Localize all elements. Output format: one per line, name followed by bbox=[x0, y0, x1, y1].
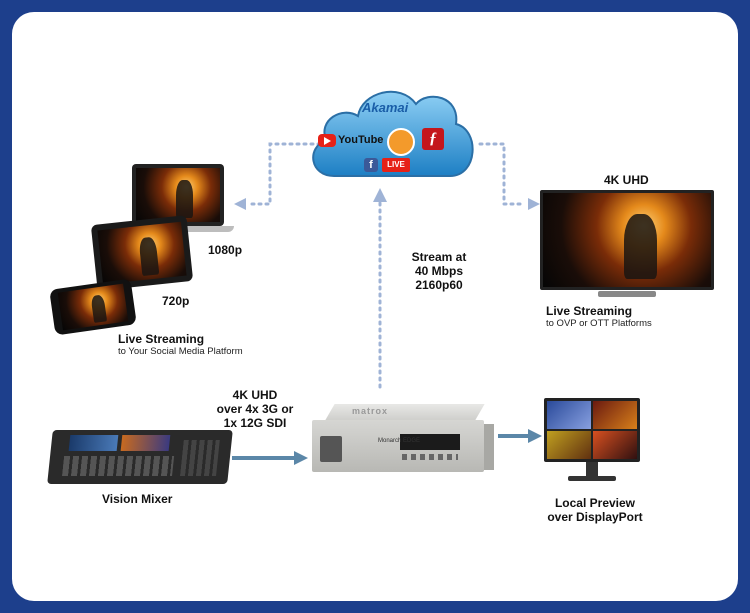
device-model-label: Monarch EDGE bbox=[378, 438, 421, 444]
tv bbox=[540, 190, 714, 290]
dotted-line-cloud-to-tv bbox=[478, 142, 526, 206]
device-left-port bbox=[320, 436, 342, 462]
mixer-screen-right bbox=[120, 435, 171, 451]
device-front: Monarch EDGE bbox=[312, 420, 484, 472]
input-line-3: 1x 12G SDI bbox=[223, 416, 287, 430]
monitor-line-2: over DisplayPort bbox=[547, 510, 643, 524]
device-side bbox=[484, 424, 494, 470]
mixer-buttons bbox=[62, 456, 175, 476]
tablet-resolution-label: 720p bbox=[162, 294, 190, 308]
left-streaming-subtitle: to Your Social Media Platform bbox=[118, 346, 243, 357]
arrowhead-tv bbox=[528, 198, 540, 210]
facebook-icon: f bbox=[364, 158, 378, 172]
youtube-label: YouTube bbox=[338, 134, 384, 146]
tablet-screen bbox=[97, 221, 187, 285]
input-line-2: over 4x 3G or bbox=[216, 402, 294, 416]
arrowhead-monitor bbox=[528, 429, 542, 443]
device-buttons bbox=[402, 454, 458, 460]
matrox-logo: matrox bbox=[352, 406, 389, 416]
live-badge: LIVE bbox=[382, 158, 410, 172]
stream-line-1: Stream at bbox=[411, 250, 467, 264]
mixer-screen-left bbox=[68, 435, 119, 451]
left-streaming-title: Live Streaming bbox=[118, 332, 205, 346]
youtube-logo: YouTube bbox=[318, 132, 383, 150]
monitor-label: Local Preview over DisplayPort bbox=[544, 496, 646, 524]
tv-screen bbox=[543, 193, 711, 287]
stream-rate-label: Stream at 40 Mbps 2160p60 bbox=[404, 250, 474, 292]
stream-line-3: 2160p60 bbox=[415, 278, 463, 292]
monitor-quad-3 bbox=[547, 431, 591, 459]
vision-mixer-label: Vision Mixer bbox=[102, 492, 173, 506]
diagram-panel: Akamai YouTube ƒ f LIVE 1080p 720p Live … bbox=[12, 12, 738, 601]
device-top bbox=[325, 404, 485, 420]
right-streaming-subtitle: to OVP or OTT Platforms bbox=[546, 318, 652, 329]
monitor-neck bbox=[586, 462, 598, 476]
input-line-1: 4K UHD bbox=[232, 388, 278, 402]
flash-icon: ƒ bbox=[422, 128, 444, 150]
monitor-quad-4 bbox=[593, 431, 637, 459]
connector-lines bbox=[232, 142, 542, 465]
akamai-logo: Akamai bbox=[362, 100, 409, 115]
right-streaming-title: Live Streaming bbox=[546, 304, 633, 318]
phone-screen bbox=[57, 283, 129, 331]
arrowhead-device bbox=[294, 451, 308, 465]
mixer-fader-bank bbox=[180, 440, 220, 476]
tv-title: 4K UHD bbox=[604, 173, 649, 187]
play-triangle-icon bbox=[324, 137, 331, 145]
tablet bbox=[90, 215, 194, 291]
vision-mixer bbox=[47, 430, 233, 484]
laptop-resolution-label: 1080p bbox=[208, 243, 243, 257]
input-label: 4K UHD over 4x 3G or 1x 12G SDI bbox=[212, 388, 298, 430]
monitor-line-1: Local Preview bbox=[554, 496, 636, 510]
monitor-quad-1 bbox=[547, 401, 591, 429]
laptop-screen bbox=[136, 168, 220, 222]
matrox-device: Monarch EDGE matrox bbox=[312, 404, 496, 474]
tv-stand bbox=[598, 291, 656, 297]
arrowhead-laptop bbox=[234, 198, 246, 210]
stream-line-2: 40 Mbps bbox=[414, 264, 463, 278]
device-lcd bbox=[400, 434, 460, 450]
monitor bbox=[544, 398, 640, 462]
arrowhead-cloud bbox=[373, 188, 387, 202]
orange-badge-icon bbox=[387, 128, 415, 156]
monitor-base bbox=[568, 476, 616, 481]
dotted-line-cloud-to-laptop bbox=[248, 142, 322, 206]
monitor-quad-2 bbox=[593, 401, 637, 429]
